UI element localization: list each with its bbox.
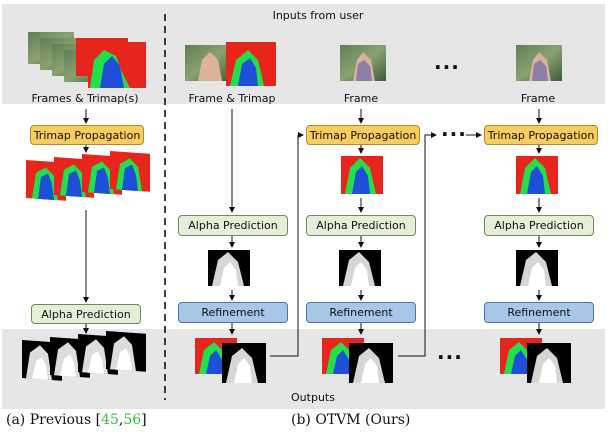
refinement-box-b3: Refinement xyxy=(484,302,594,323)
trimap-propagation-box-a: Trimap Propagation xyxy=(30,125,144,145)
propagated-trimaps-stack xyxy=(26,151,150,201)
trimap-propagation-box-b3: Trimap Propagation xyxy=(484,125,598,145)
refinement-box-b2: Refinement xyxy=(306,302,416,323)
frames-trimaps-label: Frames & Trimap(s) xyxy=(31,92,139,105)
alpha-prediction-box-a: Alpha Prediction xyxy=(31,304,141,324)
caption-a-suffix: ] xyxy=(141,412,147,428)
feedback-arrow-1 xyxy=(270,132,304,357)
alpha-prediction-box-b2: Alpha Prediction xyxy=(306,215,416,236)
inputs-from-user-label: Inputs from user xyxy=(272,9,364,22)
frame-trimap-label: Frame & Trimap xyxy=(188,92,276,105)
caption-b: (b) OTVM (Ours) xyxy=(291,412,411,428)
alpha-matte-col3 xyxy=(516,250,558,286)
alpha-matte-col1 xyxy=(208,250,250,286)
trimap-col2 xyxy=(341,156,383,194)
trimap-propagation-box-b2: Trimap Propagation xyxy=(306,125,420,145)
ellipsis-propagation: ... xyxy=(441,117,467,141)
previous-alpha-outputs xyxy=(22,331,146,381)
output-pair-3 xyxy=(500,338,571,383)
output-pair-2 xyxy=(322,338,393,383)
frame-1-input xyxy=(340,45,386,81)
alpha-prediction-box-b3: Alpha Prediction xyxy=(484,215,594,236)
refinement-box-b1: Refinement xyxy=(178,302,288,323)
frame-2-label: Frame xyxy=(520,92,556,105)
caption-a: (a) Previous [45,56] xyxy=(6,412,147,428)
frame-1-label: Frame xyxy=(343,92,379,105)
ellipsis-outputs: ... xyxy=(437,340,463,364)
caption-a-prefix: (a) Previous [ xyxy=(6,412,102,428)
feedback-arrow-2 xyxy=(398,132,437,357)
caption-a-sep: , xyxy=(118,412,124,428)
alpha-matte-col2 xyxy=(339,250,381,286)
caption-a-ref-2[interactable]: 56 xyxy=(123,412,142,428)
frame-2-input xyxy=(516,45,562,81)
trimap-col3 xyxy=(516,156,558,194)
frame-trimap-input xyxy=(185,42,276,86)
ellipsis-inputs: ... xyxy=(434,50,460,74)
output-pair-1 xyxy=(195,338,266,383)
alpha-prediction-box-b1: Alpha Prediction xyxy=(178,215,288,236)
caption-a-ref-1[interactable]: 45 xyxy=(101,412,119,428)
input-frames-stack xyxy=(28,32,146,88)
outputs-label: Outputs xyxy=(291,391,335,404)
